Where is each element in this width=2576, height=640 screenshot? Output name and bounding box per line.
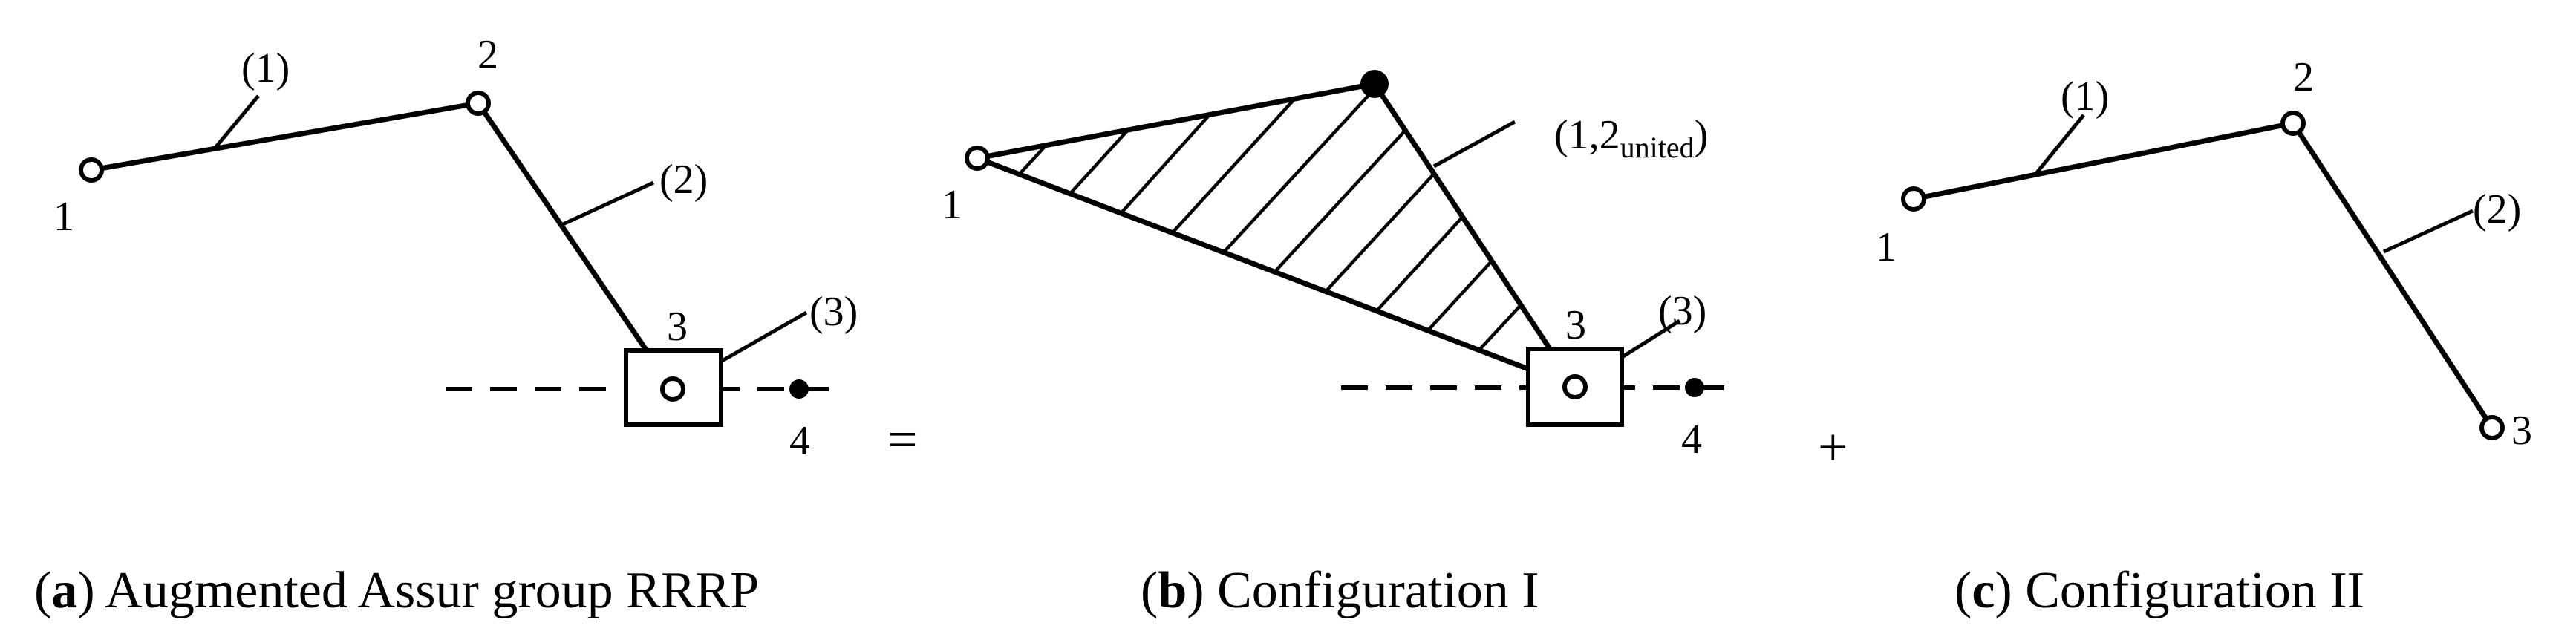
point-4 (1685, 378, 1704, 397)
caption-b-letter: b (1158, 562, 1187, 619)
link-2-label: (2) (2473, 186, 2521, 232)
joint-3-label: 3 (2511, 408, 2532, 454)
joint-1 (965, 146, 990, 171)
caption-b: (b) Configuration I (1141, 562, 1539, 619)
point-4-label: 4 (1681, 417, 1702, 463)
united-body-outline (974, 81, 1578, 390)
joint-3-label: 3 (1565, 302, 1586, 348)
caption-c: (c) Configuration II (1954, 562, 2364, 619)
joint-2-fixed (1360, 70, 1389, 98)
joint-2-label: 2 (477, 32, 498, 78)
link-3-label: (3) (1658, 288, 1706, 334)
caption-c-text: Configuration II (2025, 562, 2364, 619)
joint-2-label: 2 (2293, 54, 2314, 100)
united-leader (1432, 120, 1516, 169)
equals-sign: = (887, 410, 918, 469)
link-2-label: (2) (659, 157, 708, 203)
link-1-leader (2033, 114, 2085, 177)
point-4 (789, 379, 809, 399)
joint-1-label: 1 (1876, 224, 1897, 270)
point-4-label: 4 (789, 418, 810, 464)
joint-1 (1901, 186, 1926, 212)
caption-b-text: Configuration I (1217, 562, 1539, 619)
joint-2 (2280, 111, 2306, 136)
link-1-label: (1) (241, 45, 290, 91)
panel-b: 1 3 4 (1,2united) (3) (b) Configuration … (942, 70, 1738, 619)
joint-3 (1562, 374, 1588, 399)
plus-sign: + (1818, 417, 1848, 477)
link-2-bar (475, 100, 676, 392)
joint-3 (2479, 415, 2505, 440)
caption-c-letter: c (1972, 562, 1995, 619)
united-label: (1,2united) (1554, 112, 1708, 164)
link-1-leader (213, 94, 260, 150)
joint-1 (79, 157, 104, 183)
joint-1-label: 1 (53, 194, 74, 240)
link-2-bar (2290, 120, 2495, 431)
caption-a-text: Augmented Assur group RRRP (105, 562, 759, 619)
link-1-bar (88, 100, 481, 173)
joint-2 (466, 91, 491, 116)
link-1-label: (1) (2061, 74, 2109, 120)
link-3-label: (3) (809, 289, 858, 335)
joint-3-label: 3 (667, 304, 688, 350)
panel-a: 1 2 3 4 (1) (2) (3) (a) Augmented Assur … (34, 32, 858, 619)
united-body-hatching (994, 84, 1575, 387)
joint-3 (660, 376, 685, 402)
link-2-leader (2382, 209, 2474, 254)
caption-a: (a) Augmented Assur group RRRP (34, 562, 759, 619)
caption-a-letter: a (51, 562, 77, 619)
panel-c: 1 2 3 (1) (2) (c) Configuration II (1876, 54, 2532, 619)
link-1-bar (1911, 120, 2296, 202)
link-2-leader (560, 180, 655, 227)
joint-1-label: 1 (942, 182, 962, 228)
